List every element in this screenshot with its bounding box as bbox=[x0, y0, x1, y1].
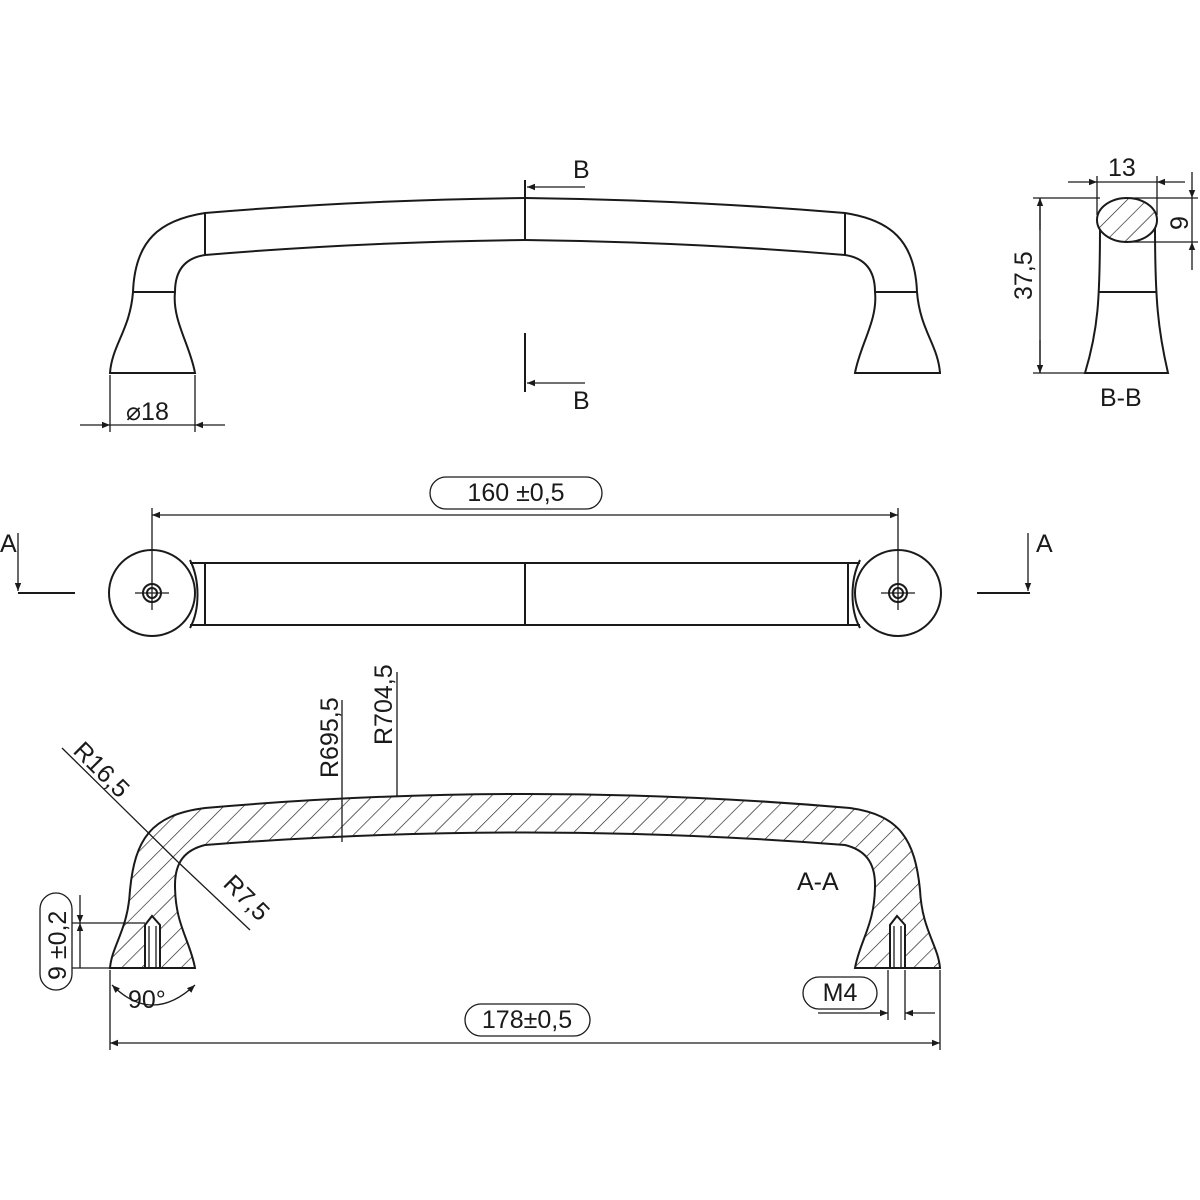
section-bb bbox=[1083, 197, 1170, 374]
bb-dimensions bbox=[1033, 172, 1198, 374]
thread-depth-label: 9 ±0,2 bbox=[44, 911, 72, 980]
section-mark-a-left: A bbox=[0, 530, 17, 558]
hole-spacing-label: 160 ±0,5 bbox=[467, 479, 564, 507]
hole-spacing-frame bbox=[429, 476, 603, 510]
section-mark-b-bottom: B bbox=[573, 387, 590, 415]
foot-diameter-label: ⌀18 bbox=[126, 398, 169, 426]
threaded-pins bbox=[144, 914, 906, 969]
section-a-marker bbox=[14, 533, 1032, 594]
bb-width-label: 13 bbox=[1108, 154, 1136, 182]
thread-depth-frame bbox=[39, 892, 73, 991]
inner-arc-radius-label: R695,5 bbox=[316, 697, 344, 778]
bb-height-label: 37,5 bbox=[1010, 251, 1038, 300]
top-view-centerlines bbox=[135, 508, 915, 610]
front-view bbox=[109, 197, 941, 374]
thread-label: M4 bbox=[823, 979, 858, 1007]
inner-corner-radius-label: R7,5 bbox=[218, 869, 275, 926]
section-b-marker bbox=[524, 180, 585, 392]
outer-corner-radius-label: R16,5 bbox=[68, 736, 135, 803]
outer-arc-radius-label: R704,5 bbox=[370, 664, 398, 745]
aa-dimensions bbox=[72, 895, 941, 1050]
foot-diameter-dimension bbox=[80, 375, 225, 432]
overall-length-frame bbox=[464, 1003, 591, 1037]
angle-label: 90° bbox=[128, 986, 166, 1014]
thread-frame bbox=[802, 976, 878, 1010]
section-aa bbox=[108, 793, 942, 969]
section-aa-label: A-A bbox=[797, 868, 839, 896]
overall-length-label: 178±0,5 bbox=[482, 1006, 572, 1034]
section-mark-b-top: B bbox=[573, 156, 590, 184]
section-mark-a-right: A bbox=[1036, 530, 1053, 558]
radius-leaders bbox=[61, 672, 398, 931]
bb-thickness-label: 9 bbox=[1166, 216, 1194, 230]
section-bb-label: B-B bbox=[1100, 384, 1142, 412]
top-view bbox=[108, 549, 942, 637]
